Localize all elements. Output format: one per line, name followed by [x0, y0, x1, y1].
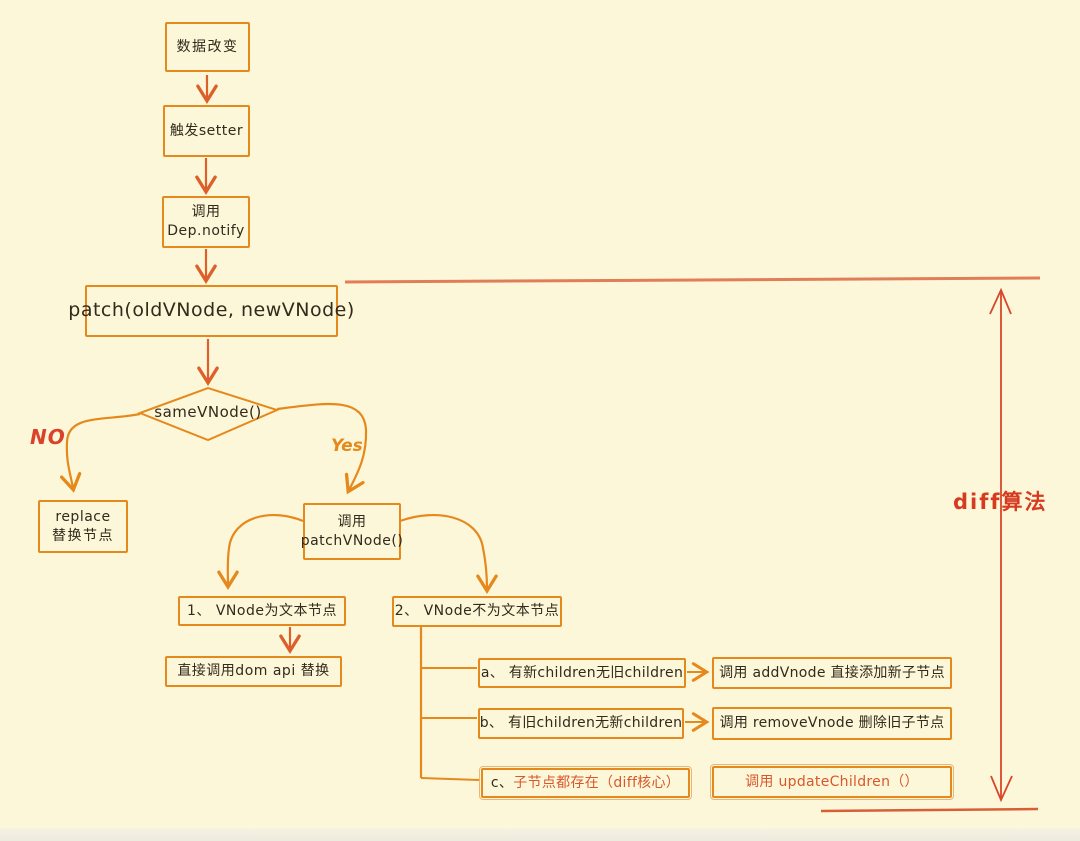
node-branch-b-label: b、 有旧children无新children	[479, 715, 683, 732]
node-patch: patch(oldVNode, newVNode)	[68, 285, 354, 337]
node-branch-a: a、 有新children无旧children	[478, 658, 686, 688]
node-trigger-setter: 触发setter	[163, 105, 250, 157]
diamond-samevnode-label: sameVNode()	[154, 403, 262, 421]
node-branch-a-result: 调用 addVnode 直接添加新子节点	[712, 657, 952, 689]
node-branch-a-result-label: 调用 addVnode 直接添加新子节点	[719, 664, 945, 681]
node-call-dep-notify: 调用 Dep.notify	[162, 196, 250, 248]
node-branch-a-label: a、 有新children无旧children	[480, 664, 684, 681]
node-data-change: 数据改变	[165, 22, 250, 72]
connector-no	[59, 412, 141, 493]
node-replace: replace 替换节点	[38, 500, 128, 553]
node-not-text-node: 2、 VNode不为文本节点	[392, 596, 562, 627]
diff-arrow-head-up	[989, 287, 1012, 315]
connector-patchvnode-1	[217, 514, 304, 590]
node-replace-line2: 替换节点	[52, 527, 114, 544]
node-patch-vnode-line2: patchVNode()	[300, 532, 404, 549]
node-dom-api: 直接调用dom api 替换	[165, 656, 342, 687]
node-dom-api-label: 直接调用dom api 替换	[177, 663, 330, 680]
node-patch-vnode: 调用 patchVNode()	[300, 503, 404, 560]
node-call-dep-line2: Dep.notify	[167, 223, 245, 239]
node-call-dep-line1: 调用	[191, 204, 221, 221]
node-patch-vnode-line1: 调用	[337, 513, 367, 530]
node-text-node-label: 1、 VNode为文本节点	[187, 602, 337, 619]
connector-patchvnode-2	[399, 514, 498, 594]
node-branch-c-result: 调用 updateChildren（）	[710, 764, 954, 800]
node-trigger-setter-label: 触发setter	[169, 122, 244, 139]
diff-arrow-head-down	[990, 775, 1013, 803]
node-branch-c-prefix: c、	[490, 774, 514, 791]
diff-top-line	[344, 276, 1041, 284]
node-branch-c: c、子节点都存在（diff核心）	[479, 766, 692, 800]
node-branch-b-result: 调用 removeVnode 删除旧子节点	[712, 707, 952, 740]
node-branch-c-label: 子节点都存在（diff核心）	[513, 774, 681, 791]
bottom-edge-strip	[0, 828, 1080, 841]
label-diff-algorithm: diff算法	[953, 490, 1048, 514]
diff-bottom-line	[820, 807, 1039, 813]
node-branch-c-result-label: 调用 updateChildren（）	[745, 773, 919, 790]
node-data-change-label: 数据改变	[176, 38, 239, 55]
label-yes: Yes	[331, 436, 363, 456]
node-patch-label: patch(oldVNode, newVNode)	[68, 299, 355, 322]
label-no: NO	[30, 425, 66, 449]
node-replace-line1: replace	[55, 508, 111, 525]
node-branch-b-result-label: 调用 removeVnode 删除旧子节点	[719, 715, 945, 732]
node-text-node: 1、 VNode为文本节点	[178, 596, 346, 626]
node-branch-b: b、 有旧children无新children	[478, 708, 684, 739]
tree-stub-c	[420, 777, 480, 781]
node-not-text-node-label: 2、 VNode不为文本节点	[394, 603, 560, 620]
